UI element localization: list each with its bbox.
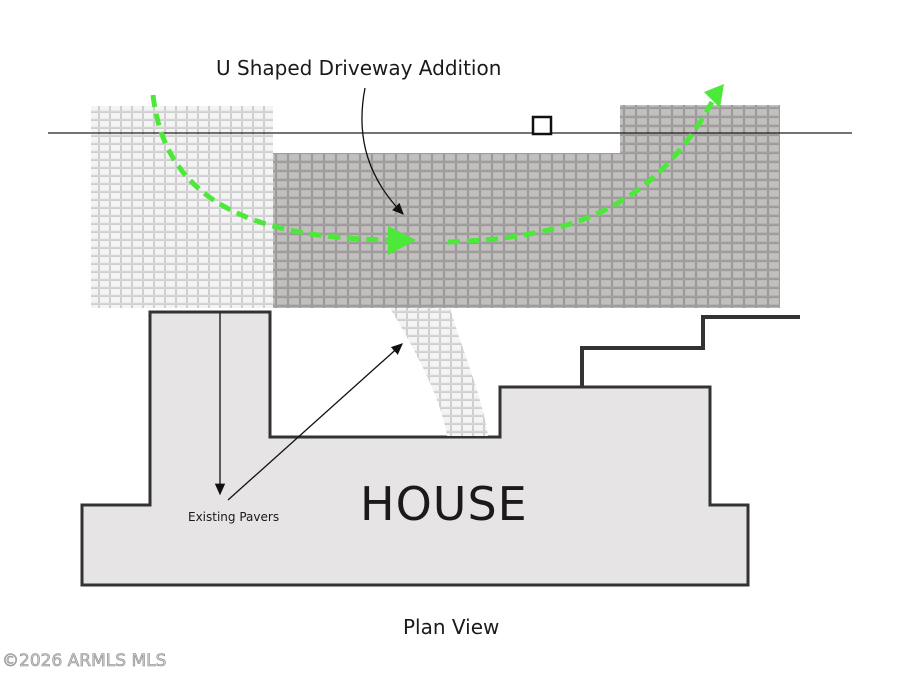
green-flow-arrow-right (447, 100, 715, 245)
walkway-pavers (390, 308, 488, 436)
utility-box-marker (531, 115, 553, 136)
diagram-title: U Shaped Driveway Addition (216, 56, 501, 80)
plan-view-caption: Plan View (403, 615, 499, 639)
green-arrowhead-left (388, 226, 416, 255)
existing-pavers-area (91, 106, 273, 308)
green-arrowhead-right (704, 84, 724, 108)
driveway-addition-area (273, 105, 780, 308)
pavers-pointer-diagonal (227, 343, 403, 501)
house-footprint (80, 310, 750, 587)
mls-watermark: ©2026 ARMLS MLS (2, 651, 166, 671)
title-callout-arrow (361, 87, 404, 215)
green-flow-arrow-left (150, 94, 391, 243)
house-label: HOUSE (360, 477, 528, 531)
existing-pavers-label: Existing Pavers (188, 510, 279, 524)
wall-outline (580, 315, 800, 387)
